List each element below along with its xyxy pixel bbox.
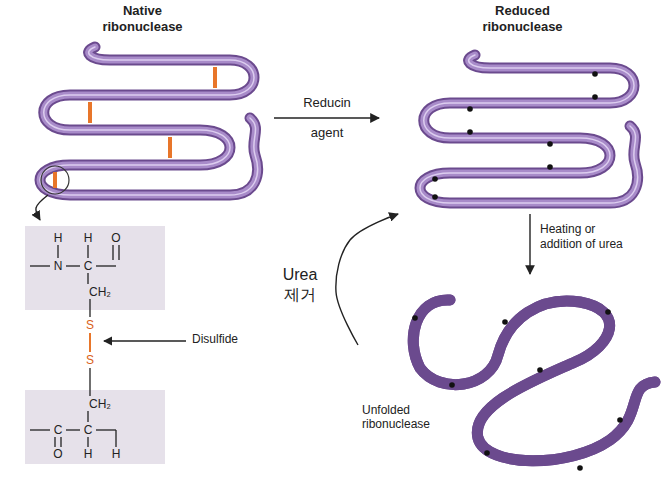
bond-label: Disulfide [192, 332, 238, 346]
arrow-label: Urea 제거 [283, 265, 318, 305]
process-arrow [36, 195, 48, 220]
atom-symbol: S [86, 354, 94, 366]
atom-symbol: O [53, 448, 62, 460]
atom-symbol: C [84, 260, 93, 272]
protein-state: Reduced ribonuclease [385, 3, 660, 210]
atom-symbol: N [54, 260, 63, 272]
protein-state: Native ribonuclease [15, 3, 270, 193]
unfolded-protein [412, 300, 655, 471]
atom-symbol: CH₂ [89, 398, 111, 410]
sulfhydryl-dots [432, 71, 598, 200]
arrow-label: Heating or addition of urea [540, 222, 625, 252]
disulfide-bonds [55, 67, 215, 188]
state-heading: Unfolded ribonuclease [362, 403, 430, 432]
reduced-protein [420, 55, 638, 203]
atom-symbol: H [84, 232, 93, 244]
atom-symbol: C [54, 424, 63, 436]
native-protein [40, 47, 258, 195]
process-arrow [529, 214, 530, 274]
zoom-circle [41, 166, 69, 194]
atom-symbol: C [84, 424, 93, 436]
arrow-label: Reducin agent [303, 88, 351, 148]
protein-state: Unfolded ribonuclease [360, 278, 665, 478]
atom-symbol: S [86, 319, 94, 331]
atom-symbol: CH₂ [89, 286, 111, 298]
atom-symbol: H [84, 448, 93, 460]
atom-symbol: H [54, 232, 63, 244]
process-arrow [336, 214, 398, 345]
atom-symbol: O [111, 232, 120, 244]
disulfide-structure [25, 226, 186, 464]
process-arrow [274, 117, 379, 118]
state-heading: Reduced ribonuclease [482, 3, 562, 34]
atom-symbol: H [112, 448, 121, 460]
state-heading: Native ribonuclease [102, 3, 182, 34]
